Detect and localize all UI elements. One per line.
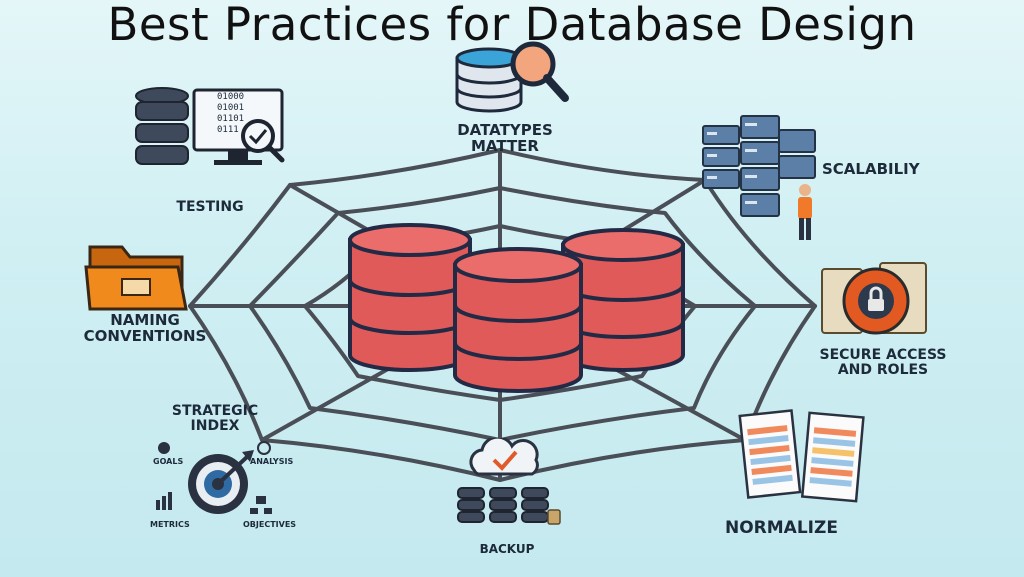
binary-code-text: 01000 01001 01101 0111: [217, 92, 245, 135]
label-objectives: OBJECTIVES: [243, 520, 297, 529]
label-backup: BACKUP: [479, 542, 535, 556]
label-secure-access: SECURE ACCESS AND ROLES: [819, 347, 947, 378]
documents-icon: [738, 409, 865, 503]
testing-monitor-icon: [135, 87, 285, 165]
label-normalize: NORMALIZE: [725, 518, 838, 538]
label-analysis: ANALYSIS: [250, 457, 294, 466]
label-goals: GOALS: [153, 457, 184, 466]
gear-lock-icon: [821, 262, 927, 335]
label-naming-conventions: NAMING CONVENTIONS: [83, 311, 207, 345]
label-metrics: METRICS: [150, 520, 190, 529]
page-title: Best Practices for Database Design: [107, 0, 917, 51]
folder-icon: [84, 245, 188, 311]
label-scalability: SCALABILIY: [822, 160, 920, 178]
label-strategic-index: STRATEGIC INDEX: [171, 403, 259, 434]
server-rack-icon: [702, 115, 816, 240]
label-datatypes: DATATYPES MATTER: [457, 121, 553, 155]
label-testing: TESTING: [176, 199, 244, 215]
cloud-backup-icon: [457, 438, 561, 525]
database-magnifier-icon: [455, 41, 569, 113]
target-icon: [156, 441, 272, 514]
